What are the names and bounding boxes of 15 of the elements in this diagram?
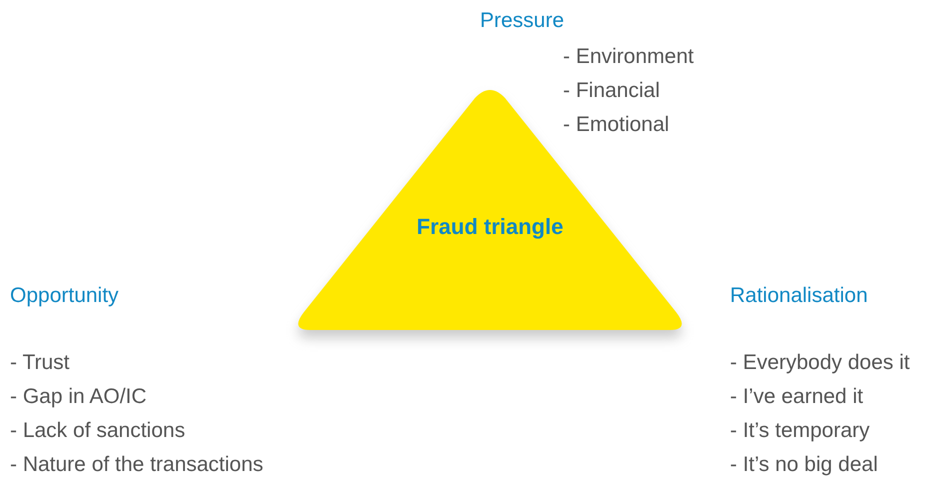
list-item: - Gap in AO/IC <box>10 384 147 410</box>
triangle-title: Fraud triangle <box>416 213 564 241</box>
list-item: - Emotional <box>563 112 670 138</box>
list-item: - It’s temporary <box>730 418 870 444</box>
category-heading: Rationalisation <box>730 283 868 309</box>
list-item: - Lack of sanctions <box>10 418 186 444</box>
list-item: - Financial <box>563 78 660 104</box>
category-heading: Opportunity <box>10 283 119 309</box>
list-item: - Trust <box>10 350 70 376</box>
list-item: - It’s no big deal <box>730 452 878 477</box>
category-heading: Pressure <box>480 8 564 34</box>
list-item: - I’ve earned it <box>730 384 864 410</box>
list-item: - Everybody does it <box>730 350 910 376</box>
list-item: - Nature of the transactions <box>10 452 264 477</box>
list-item: - Environment <box>563 44 694 70</box>
